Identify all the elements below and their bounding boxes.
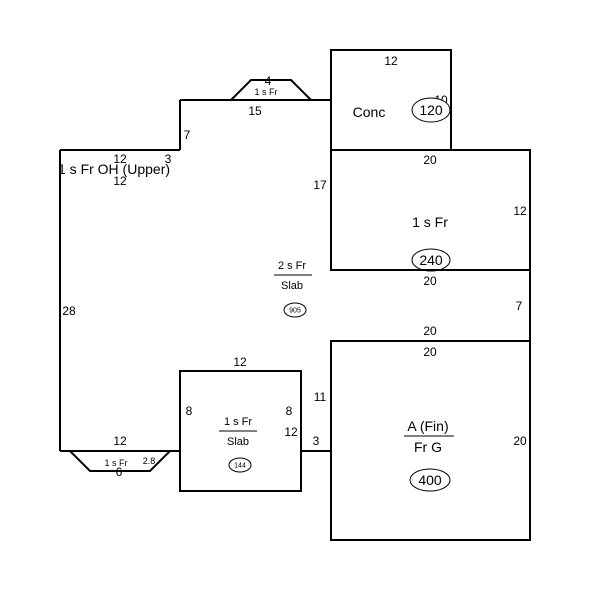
main-dim-right-lower: 11: [314, 390, 327, 404]
fr-240-area-ellipse: [411, 248, 451, 272]
garage-label-top: A (Fin): [407, 418, 448, 434]
main-dim-left: 28: [62, 304, 76, 318]
garage-label-bottom: Fr G: [414, 439, 442, 455]
fr-240-label: 1 s Fr: [412, 214, 448, 230]
main-dim-step: 7: [184, 128, 191, 142]
slab-144-dim-left: 8: [186, 404, 193, 418]
bump-bottom-label: 1 s Fr: [104, 458, 127, 468]
garage-room: [330, 340, 531, 541]
slab-144-dim-top: 12: [233, 355, 247, 369]
bump-bottom-dim-bottom: 6: [116, 465, 123, 479]
conc-area: 120: [419, 102, 443, 118]
main-room-label-bottom: Slab: [281, 280, 303, 292]
main-dim-right-wall: 7: [516, 299, 523, 313]
slab-144-dim-right-2: 12: [284, 425, 298, 439]
main-dim-right-upper: 17: [313, 178, 327, 192]
garage-dim-top: 20: [423, 345, 437, 359]
overhang-dim-b: 3: [165, 152, 172, 166]
garage-area: 400: [418, 472, 442, 488]
main-room-label-top: 2 s Fr: [278, 260, 306, 272]
bump-top-label: 1 s Fr: [254, 87, 277, 97]
fr-240-dim-top: 20: [423, 153, 437, 167]
slab-144-label-bottom: Slab: [227, 436, 249, 448]
main-dim-bottom-left: 12: [113, 434, 127, 448]
fr-240-dim-bottom: 20: [423, 274, 437, 288]
garage-area-ellipse: [409, 468, 451, 492]
main-dim-top-mid: 15: [248, 104, 262, 118]
overhang-dim-c: 12: [113, 174, 127, 188]
bump-bottom-outline: [67, 450, 173, 472]
slab-144-area: 144: [234, 463, 246, 470]
conc-label: Conc: [353, 104, 386, 120]
main-area: 905: [289, 308, 301, 315]
main-dim-bottom-right: 3: [313, 434, 320, 448]
fr-240-room: [330, 149, 531, 271]
bump-top-dim: 4: [265, 74, 272, 88]
slab-144-label-top: 1 s Fr: [224, 416, 252, 428]
slab-144-area-ellipse: [228, 457, 252, 473]
slab-144-room: [179, 370, 302, 492]
slab-144-dim-right: 8: [286, 404, 293, 418]
fr-240-area: 240: [419, 252, 443, 268]
overhang-label: 1 s Fr OH (Upper): [58, 161, 170, 177]
overhang-dim-a: 12: [113, 152, 127, 166]
garage-dim-top-outer: 20: [423, 324, 437, 338]
main-area-ellipse: [283, 302, 307, 318]
bump-bottom-dim-side: 2.8: [143, 456, 156, 466]
garage-dim-right: 20: [513, 434, 527, 448]
fr-240-dim-right: 12: [513, 204, 527, 218]
bump-top-outline: [228, 79, 314, 101]
conc-dim-top: 12: [384, 54, 398, 68]
conc-area-ellipse: [411, 97, 451, 123]
